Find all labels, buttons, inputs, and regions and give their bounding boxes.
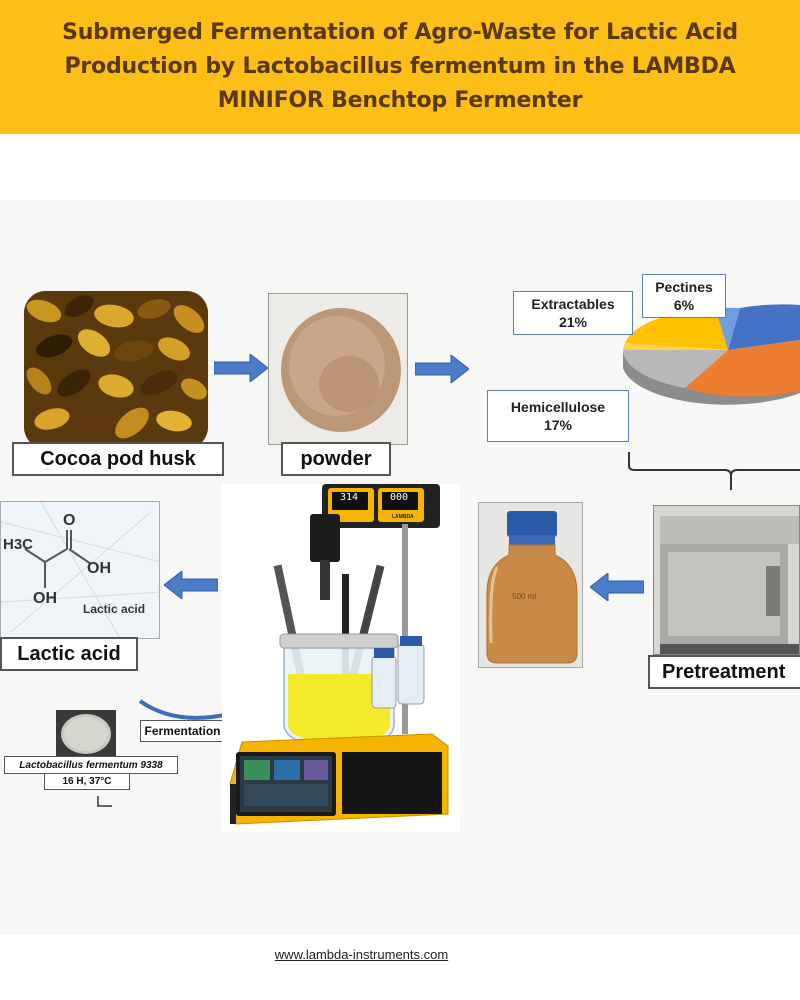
- arrow-right-icon: [214, 354, 268, 382]
- bracket-connector: [628, 452, 800, 490]
- arrow-right-icon: [415, 355, 469, 383]
- hydrolysate-bottle-image: [478, 502, 583, 668]
- autoclave-image: [653, 505, 800, 655]
- pump-display-1: 314: [340, 492, 359, 503]
- ch3-text: H3C: [3, 536, 34, 553]
- composition-pie-chart: [623, 304, 800, 405]
- molecule-name-text: Lactic acid: [83, 602, 146, 616]
- bottle-volume-text: 500 ml: [512, 592, 537, 601]
- petri-dish-image: [56, 710, 116, 756]
- lactic-acid-label: Lactic acid: [0, 637, 138, 671]
- oh-text: OH: [87, 560, 111, 577]
- pectines-label: Pectines 6%: [642, 274, 726, 318]
- fermentation-arc: [138, 699, 230, 720]
- brand-logo-text: LAMBDA: [392, 514, 414, 520]
- arrow-left-icon: [590, 573, 644, 601]
- extractables-label: Extractables 21%: [513, 291, 633, 335]
- title-banner: Submerged Fermentation of Agro-Waste for…: [0, 0, 800, 134]
- minifor-fermenter-image: 314 000 LAMBDA: [222, 484, 460, 832]
- footer: www.lambda-instruments.com: [0, 935, 800, 1000]
- powder-label: powder: [281, 442, 391, 476]
- cocoa-pod-husk-image: [24, 291, 208, 449]
- strain-label: Lactobacillus fermentum 9338: [4, 756, 178, 774]
- powder-image: [268, 293, 408, 445]
- oh-text: OH: [33, 590, 57, 607]
- corner-mark: [97, 796, 112, 807]
- lactic-acid-structure-image: H3C O OH OH Lactic acid: [0, 501, 160, 639]
- fermentation-label: Fermentation: [140, 720, 225, 742]
- conditions-label: 16 H, 37°C: [44, 773, 130, 790]
- website-link[interactable]: www.lambda-instruments.com: [274, 947, 449, 962]
- oxygen-text: O: [63, 512, 76, 529]
- process-diagram: Cocoa pod husk powder Pectines: [0, 200, 800, 935]
- page-title: Submerged Fermentation of Agro-Waste for…: [62, 20, 738, 113]
- hemicellulose-label: Hemicellulose 17%: [487, 390, 629, 442]
- pump-display-2: 000: [390, 492, 409, 503]
- cocoa-pod-husk-label: Cocoa pod husk: [12, 442, 224, 476]
- pretreatment-label: Pretreatment: [648, 655, 800, 689]
- arrow-left-icon: [164, 571, 218, 599]
